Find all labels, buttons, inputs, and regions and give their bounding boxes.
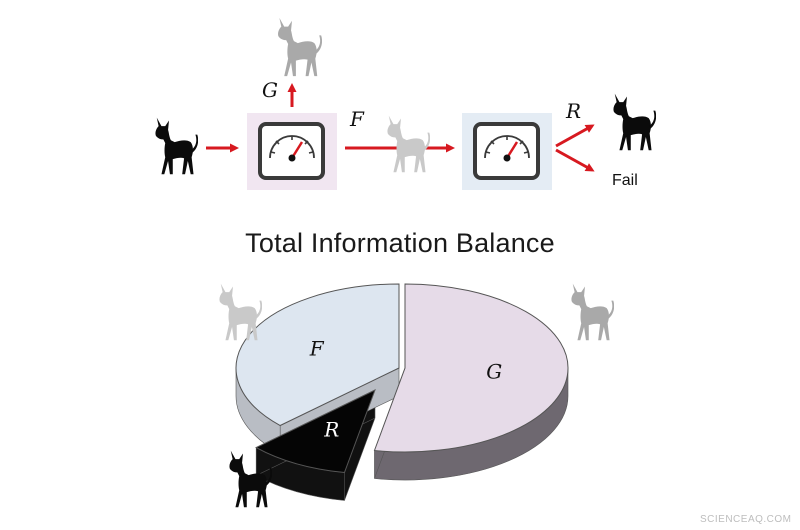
f-label: F — [349, 107, 365, 131]
measurement-gauge-2 — [462, 113, 552, 190]
input-cat-icon — [155, 117, 198, 175]
r-label: R — [565, 99, 581, 123]
gauge-icon — [473, 122, 540, 180]
gauge-icon — [258, 122, 325, 180]
f-slice-cat-icon — [219, 283, 262, 341]
recovered-cat-icon — [613, 93, 656, 151]
arrow-icon — [555, 124, 595, 148]
arrow-icon — [555, 148, 595, 172]
watermark: SCIENCEAQ.COM — [700, 514, 792, 525]
fail-label: Fail — [612, 172, 638, 189]
pie-slice-label: F — [309, 337, 325, 361]
g-slice-cat-icon — [571, 283, 614, 341]
flow-diagram: G F — [155, 17, 656, 190]
g-label: G — [262, 78, 278, 102]
feedback-cat-icon — [387, 115, 430, 173]
pie-slice-label: R — [323, 417, 339, 441]
pie-slice-g — [373, 283, 569, 453]
information-balance-pie: G R F — [235, 283, 569, 501]
pie-title: Total Information Balance — [245, 228, 555, 258]
guessed-cat-icon — [278, 17, 322, 77]
measurement-gauge-1 — [247, 113, 337, 190]
pie-slice-r — [255, 389, 376, 474]
pie-slice-label: G — [486, 359, 502, 383]
